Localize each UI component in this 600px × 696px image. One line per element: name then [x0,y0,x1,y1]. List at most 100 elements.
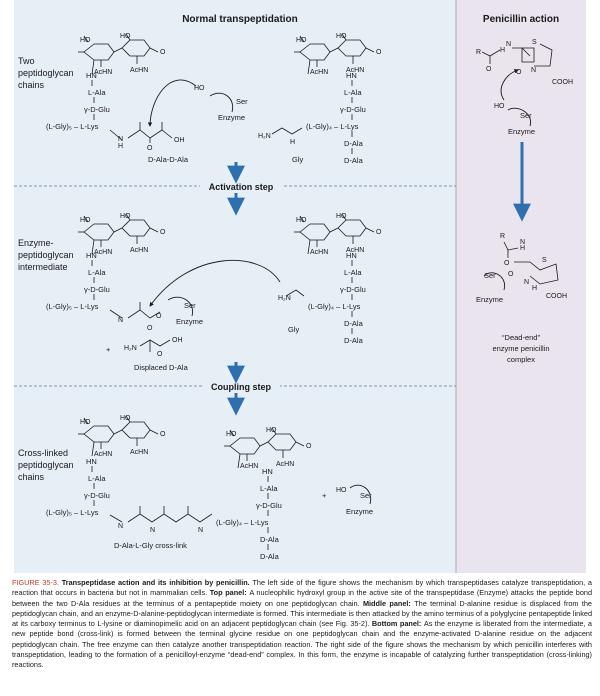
activation-step-label: Activation step [209,182,274,192]
top-right-sugars: HO HO AcHN AcHN O [293,33,382,76]
chem-label: HN [262,467,273,476]
caption-text-1: The left side of the figure shows the me… [12,578,592,598]
chem-label: O [156,313,162,320]
chem-label: AcHN [310,69,328,76]
chem-label: O [486,66,492,73]
chem-label: H₂N [278,295,291,302]
chem-label: O [376,229,382,236]
chem-label: HO [336,487,347,494]
chem-label: HN [86,251,97,260]
chem-label: AcHN [346,67,364,74]
dead-end-complex: R H N O S H N COOH Ser Enzyme O “Dead-en… [476,233,567,364]
chem-label: Enzyme- [18,238,54,248]
chem-label: O [306,443,312,450]
chem-label: peptidoglycan [18,68,74,78]
chem-label: COOH [546,293,567,300]
mid-attack-arrow [149,259,281,307]
right-panel-title: Penicillin action [483,14,559,25]
chem-label: D-Ala-D-Ala [148,155,189,164]
chem-label: γ-D-Glu [84,105,110,114]
chem-label: HO [296,217,307,224]
caption-text-4: As the enzyme is liberated from the inte… [12,619,592,670]
chem-label: H [500,47,505,54]
chem-label: chains [18,80,45,90]
bot-right-sugars: HO HO AcHN AcHN O [223,427,312,470]
chem-label: (L-Gly)₅ – L-Lys [46,302,99,311]
chem-label: AcHN [346,247,364,254]
chem-label: AcHN [240,463,258,470]
chem-label: HO [120,415,131,422]
chem-label: AcHN [130,67,148,74]
chem-label: (L-Gly)₄ – L-Lys [216,518,269,527]
chem-label: (L-Gly)₅ – L-Lys [46,508,99,517]
chem-label: (L-Gly)₄ – L-Lys [308,302,361,311]
chem-label: N [506,41,511,48]
chem-label: HN [86,457,97,466]
chem-label: N [520,239,525,246]
caption-top-label: Top panel: [209,588,250,598]
chem-label: Enzyme [508,127,535,136]
chem-label: HO [336,213,347,220]
chem-label: H₂N [124,345,137,352]
chem-label: γ-D-Glu [340,285,366,294]
chem-label: R [500,233,505,240]
chem-label: AcHN [310,249,328,256]
bot-free-enzyme: + HO Ser Enzyme [322,484,373,516]
chem-label: Ser [520,111,532,120]
chem-label: H [532,285,537,292]
chem-label: D-Ala [344,319,364,328]
chem-label: γ-D-Glu [256,501,282,510]
figure-caption: FIGURE 35-3. Transpeptidase action and i… [12,578,592,671]
mid-right-sugars: HO HO AcHN AcHN O [293,213,382,256]
top-enzyme: Ser Enzyme HO [147,79,248,127]
chem-label: Gly [292,155,304,164]
chem-label: L-Ala [88,88,106,97]
label-crosslinked: Cross-linked peptidoglycan chains [18,448,74,482]
chem-label: Ser [184,301,196,310]
chem-label: N [531,67,536,74]
chem-label: Enzyme [218,113,245,122]
chem-label: N [118,136,123,143]
figure-diagram: Normal transpeptidation Penicillin actio… [14,0,586,573]
chem-label: AcHN [130,247,148,254]
chem-label: HN [86,71,97,80]
chem-label: D-Ala [344,336,364,345]
chem-label: L-Ala [88,474,106,483]
chem-label: AcHN [94,69,112,76]
bot-left-peptide: HN L-Ala γ-D-Glu (L-Gly)₅ – L-Lys N N N … [46,457,213,550]
chem-label: N [118,523,123,530]
chem-label: COOH [552,79,573,86]
chem-label: HN [346,71,357,80]
chem-label: Ser [236,97,248,106]
chem-label: Gly [288,325,300,334]
chem-label: D-Ala [260,552,280,561]
mid-right-peptide: HN L-Ala γ-D-Glu (L-Gly)₄ – L-Lys D-Ala … [278,251,366,345]
coupling-step-label: Coupling step [211,382,271,392]
caption-heading: Transpeptidase action and its inhibition… [61,578,253,587]
top-left-sugars: HO HO AcHN AcHN O [77,33,166,76]
chem-label: HO [336,33,347,40]
left-panel-title: Normal transpeptidation [182,14,298,25]
chem-label: Ser [360,491,372,500]
right-panel [456,0,586,573]
chem-label: complex [507,355,535,364]
chem-label: O [516,69,522,76]
chem-label: “Dead-end” [502,333,540,342]
chem-label: + [322,491,327,500]
chem-label: O [157,351,163,358]
chem-label: Enzyme [476,295,503,304]
chem-label: O [508,271,514,278]
chem-label: peptidoglycan [18,250,74,260]
caption-text-3: The terminal D-alanine residue is displa… [12,598,592,629]
chem-label: HO [194,85,205,92]
chem-label: H [118,143,123,150]
chem-label: Enzyme [346,507,373,516]
chem-label: (L-Gly)₄ – L-Lys [306,122,359,131]
chem-label: peptidoglycan [18,460,74,470]
caption-text-2: A nucleophilic hydroxyl group in the act… [12,588,593,608]
chem-label: D-Ala [260,535,280,544]
caption-middle-label: Middle panel: [362,598,415,608]
chem-label: O [147,145,153,152]
chem-label: L-Ala [344,268,362,277]
label-two-chains: Two peptidoglycan chains [18,56,74,90]
